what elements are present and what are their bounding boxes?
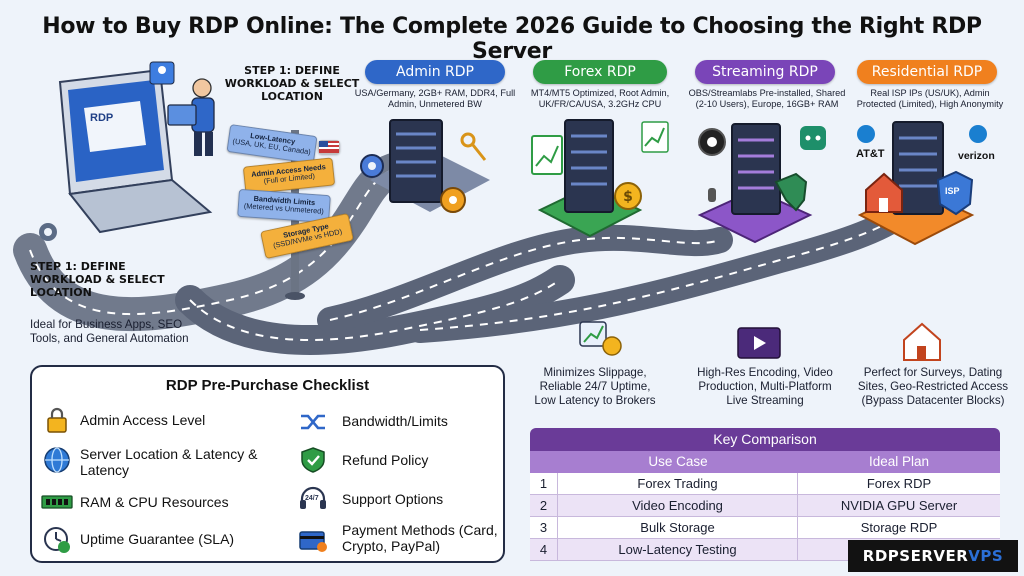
usa-flag-icon (318, 140, 340, 154)
gear-icon (39, 223, 57, 241)
svg-text:$: $ (623, 189, 633, 205)
checklist-item-ram: RAM & CPU Resources (80, 494, 229, 510)
checklist-item-uptime: Uptime Guarantee (SLA) (80, 531, 235, 547)
residential-server-icon (857, 121, 987, 246)
verizon-logo: verizon (958, 150, 995, 162)
checklist-item-support: Support Options (342, 491, 444, 507)
lock-icon (47, 407, 67, 433)
globe-icon (44, 447, 70, 473)
clock-check-icon (44, 527, 70, 553)
ideal-text: Ideal for Business Apps, SEO Tools, and … (30, 318, 189, 345)
plan-desc-admin: USA/Germany, 2GB+ RAM, DDR4, Full Admin,… (354, 88, 516, 109)
laptop-icon (58, 68, 213, 234)
col-ideal-plan: Ideal Plan (868, 454, 930, 469)
benefit-forex: Minimizes Slippage, Reliable 24/7 Uptime… (534, 366, 656, 407)
shuffle-icon (301, 414, 325, 430)
profile-card-icon (149, 61, 175, 85)
checklist-title: RDP Pre-Purchase Checklist (165, 377, 370, 394)
plan-desc-forex: MT4/MT5 Optimized, Root Admin, UK/FR/CA/… (530, 88, 670, 109)
comparison-title: Key Comparison (530, 428, 1000, 451)
brand-logo: RDPSERVERVPS (848, 540, 1018, 572)
page-title: How to Buy RDP Online: The Complete 2026… (42, 14, 982, 64)
ram-icon (41, 495, 73, 509)
video-film-icon (737, 327, 781, 359)
laptop-rdp-label: RDP (90, 112, 114, 124)
benefit-streaming: High-Res Encoding, Video Production, Mul… (697, 366, 833, 407)
plan-desc-streaming: OBS/Streamlabs Pre-installed, Shared (2-… (688, 88, 846, 109)
checklist-item-admin: Admin Access Level (80, 412, 206, 428)
step-title-left: STEP 1: DEFINE WORKLOAD & SELECT LOCATIO… (30, 260, 165, 299)
support-badge: 24/7 (305, 495, 319, 502)
plan-pill-streaming: Streaming RDP (695, 60, 835, 84)
forex-server-icon: $ (531, 119, 669, 238)
house-icon (903, 322, 941, 361)
att-logo: AT&T (856, 148, 885, 160)
headset-icon (300, 486, 326, 509)
checklist-panel: RDP Pre-Purchase Checklist Admin Access … (30, 365, 505, 563)
credit-card-icon (299, 531, 327, 552)
plan-desc-residential: Real ISP IPs (US/UK), Admin Protected (L… (856, 88, 1004, 109)
col-use-case: Use Case (648, 454, 708, 469)
plan-pill-admin: Admin RDP (365, 60, 505, 84)
comparison-header-row: Use Case Ideal Plan (530, 451, 1000, 473)
shield-check-icon (301, 447, 325, 473)
checklist-item-bandwidth: Bandwidth/Limits (342, 413, 448, 429)
step-title-top: STEP 1: DEFINE WORKLOAD & SELECT LOCATIO… (224, 64, 360, 103)
checklist-item-location: Server Location & Latency & Latency (80, 446, 258, 478)
admin-server-icon (360, 119, 490, 213)
person-icon (167, 78, 215, 156)
isp-shield-label: ISP (945, 186, 960, 196)
checklist-item-payment: Payment Methods (Card, Crypto, PayPal) (342, 522, 498, 554)
plan-pill-forex: Forex RDP (533, 60, 667, 84)
benefit-residential: Perfect for Surveys, Dating Sites, Geo-R… (857, 366, 1009, 407)
plan-pill-residential: Residential RDP (857, 60, 997, 84)
chart-coin-icon (579, 321, 622, 356)
checklist-item-refund: Refund Policy (342, 452, 429, 468)
streaming-server-icon (697, 123, 826, 244)
